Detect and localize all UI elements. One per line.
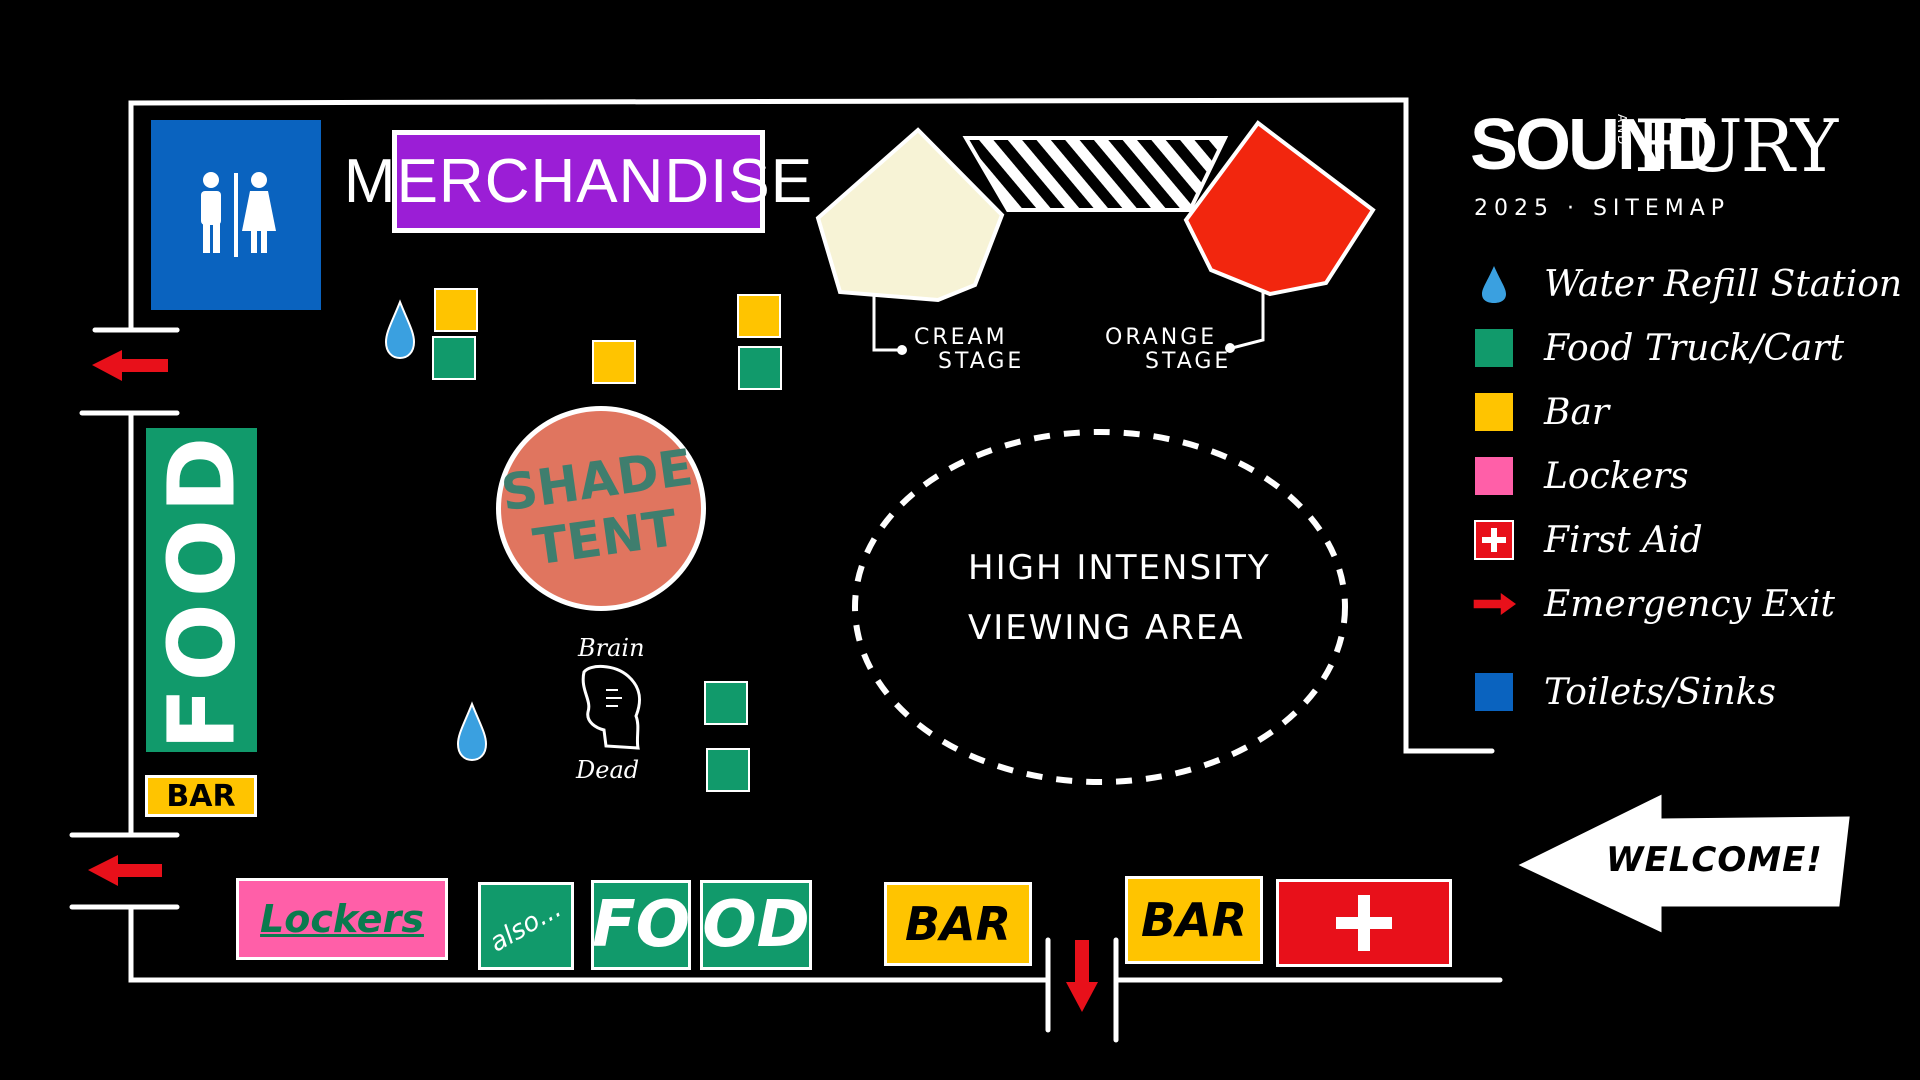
lockers-square-icon (1472, 454, 1516, 498)
water-drop-icon (384, 299, 488, 762)
bar-bottom-2-label: BAR (1140, 893, 1248, 947)
welcome-label: WELCOME! (1606, 840, 1823, 880)
first-aid-icon (1472, 518, 1516, 562)
high-intensity-viewing-area (852, 429, 1348, 785)
bar-marker (737, 294, 781, 338)
food-bottom-label-b: OD (702, 888, 810, 962)
orange-stage (1183, 120, 1376, 297)
food-cart-marker (706, 748, 750, 792)
cream-stage-label-line2: STAGE (938, 349, 1025, 374)
brain-dead-label-bottom: Dead (576, 756, 640, 784)
first-aid-block (1276, 879, 1452, 967)
cream-stage (815, 127, 1005, 303)
stage-bridge (962, 136, 1229, 212)
food-cart-marker (432, 336, 476, 380)
toilets-square-icon (1472, 670, 1516, 714)
food-truck-square-icon (1472, 326, 1516, 370)
logo-sound: SOUND (1470, 105, 1718, 185)
food-area-left: FOOD (146, 428, 257, 752)
orange-stage-label: ORANGE STAGE (1105, 326, 1231, 374)
first-aid-icon (1336, 895, 1392, 951)
food-bottom-block-a: FO (591, 880, 691, 970)
brain-dead-label-top: Brain (578, 634, 645, 662)
legend-label-lockers: Lockers (1544, 455, 1689, 497)
legend-item-bar: Bar (1472, 384, 1609, 440)
bar-marker (434, 288, 478, 332)
food-cart-marker (704, 681, 748, 725)
logo-fury: FURY (1634, 104, 1838, 188)
bar-left: BAR (145, 775, 257, 817)
legend-label-food-truck: Food Truck/Cart (1544, 327, 1845, 369)
merchandise-tent: MERCHANDISE (344, 130, 812, 233)
legend-item-emergency-exit: Emergency Exit (1472, 576, 1835, 632)
merchandise-label: MERCHANDISE (343, 147, 814, 216)
logo-and: AND (1615, 114, 1629, 147)
emergency-exit-arrow-icon (88, 350, 1098, 1012)
bar-left-label: BAR (166, 778, 236, 814)
food-bottom-block-b: OD (700, 880, 812, 970)
legend-item-lockers: Lockers (1472, 448, 1689, 504)
food-bottom-label-a: FO (591, 888, 691, 962)
toilets-icon (201, 172, 276, 257)
cream-stage-label-line1: CREAM (914, 325, 1008, 350)
legend-label-bar: Bar (1544, 391, 1610, 433)
bar-marker (592, 340, 636, 384)
also-label: also... (484, 893, 568, 959)
viewing-area-label-line2: VIEWING AREA (968, 608, 1245, 648)
food-cart-marker (738, 346, 782, 390)
legend-label-toilets: Toilets/Sinks (1544, 671, 1776, 713)
logo-subtitle: 2025 · SITEMAP (1474, 196, 1731, 221)
welcome-arrow (1518, 794, 1850, 933)
bar-bottom-1: BAR (884, 882, 1032, 966)
brain-dead-head-icon (581, 665, 641, 750)
toilets-block (151, 120, 321, 310)
emergency-exit-arrow-icon (1472, 582, 1516, 626)
bar-bottom-1-label: BAR (904, 897, 1012, 951)
orange-stage-label-line2: STAGE (1145, 349, 1232, 374)
legend-label-emergency-exit: Emergency Exit (1544, 583, 1835, 625)
legend-item-water: Water Refill Station (1472, 256, 1902, 312)
shade-tent-label: SHADE TENT (498, 438, 704, 580)
viewing-area-label-line1: HIGH INTENSITY (968, 548, 1271, 588)
bar-square-icon (1472, 390, 1516, 434)
orange-stage-label-line1: ORANGE (1105, 325, 1218, 350)
legend-label-water: Water Refill Station (1544, 263, 1903, 305)
also-food-block: also... (478, 882, 574, 970)
legend-item-toilets: Toilets/Sinks (1472, 664, 1776, 720)
cream-stage-label: CREAM STAGE (914, 326, 1024, 374)
lockers-block: Lockers (236, 878, 448, 960)
lockers-label: Lockers (260, 897, 424, 941)
food-left-label: FOOD (148, 430, 256, 750)
legend-label-first-aid: First Aid (1544, 519, 1703, 561)
legend-item-food-truck: Food Truck/Cart (1472, 320, 1844, 376)
water-drop-icon (1472, 262, 1516, 306)
shade-tent: SHADE TENT (496, 406, 706, 611)
bar-bottom-2: BAR (1125, 876, 1263, 964)
legend-item-first-aid: First Aid (1472, 512, 1703, 568)
